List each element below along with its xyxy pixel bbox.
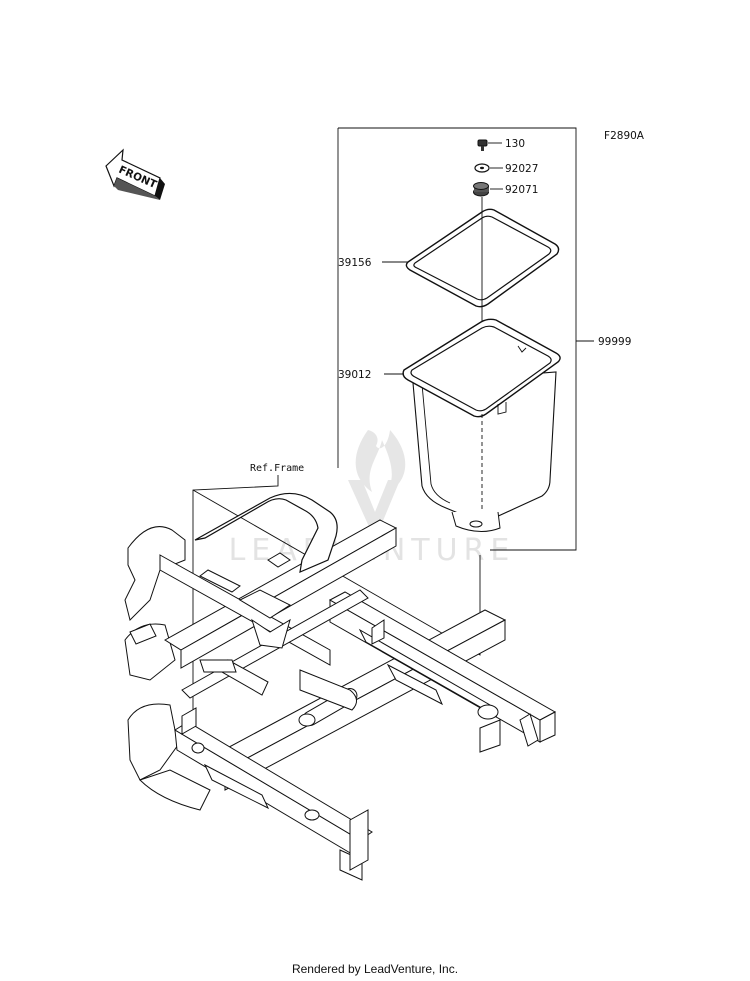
part-label-92027: 92027 — [505, 163, 538, 175]
watermark-logo-icon — [348, 430, 406, 540]
figure-code: F2890A — [604, 130, 645, 142]
front-arrow-icon: FRONT — [105, 148, 165, 200]
washer-92027 — [474, 163, 490, 173]
part-label-99999: 99999 — [598, 336, 631, 348]
ref-frame-bracket-right — [192, 489, 481, 656]
part-label-39012: 39012 — [338, 369, 371, 381]
ref-frame-label: Ref.Frame — [250, 463, 304, 474]
part-label-39156: 39156 — [338, 257, 372, 269]
box-39012 — [402, 318, 561, 532]
vehicle-frame — [124, 492, 557, 881]
bolt-130 — [477, 139, 488, 151]
seal-39156 — [405, 208, 560, 308]
grommet-92071 — [473, 182, 489, 197]
footer-credit: Rendered by LeadVenture, Inc. — [291, 962, 459, 976]
assembly-bracket — [337, 127, 577, 551]
ref-frame-bracket — [192, 475, 279, 720]
part-label-92071: 92071 — [505, 184, 538, 196]
part-label-130: 130 — [505, 138, 525, 150]
